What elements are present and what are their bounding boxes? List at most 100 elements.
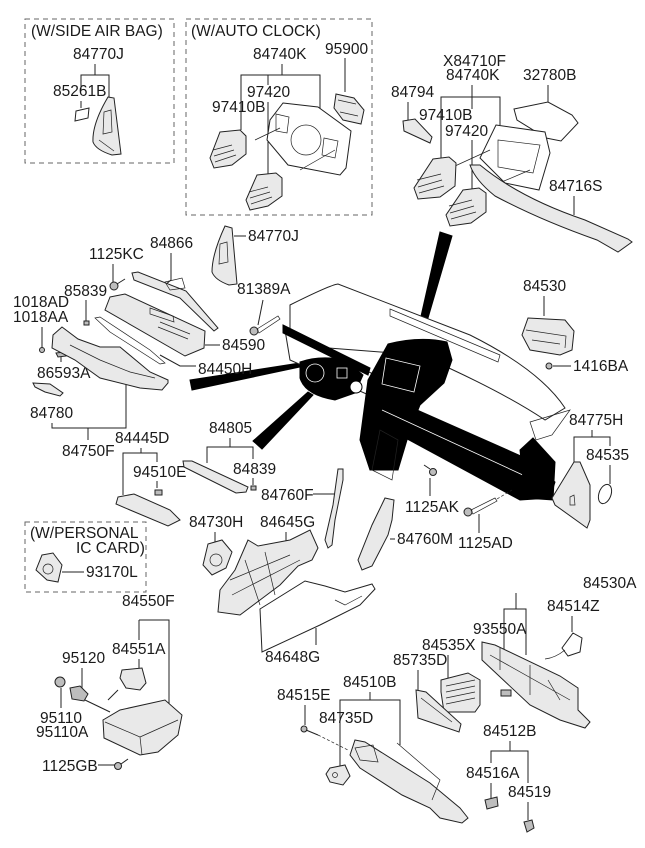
leader-line	[139, 619, 170, 715]
part-label-1125KC: 1125KC	[89, 246, 144, 263]
leader-line	[122, 448, 142, 495]
part-84551A-cup	[119, 667, 147, 691]
part-84794-cover	[402, 118, 433, 144]
lower-right-cluster: 84530A 84514Z 93550A 84535X 85735D 84510…	[277, 575, 637, 833]
leader-line	[490, 741, 511, 763]
leader-line	[592, 436, 611, 446]
part-label-97420: 97420	[247, 84, 290, 101]
part-85261B-pad	[74, 107, 90, 122]
part-label-84740K: 84740K	[253, 46, 307, 63]
leader-line	[51, 382, 127, 429]
part-84530A-housing	[481, 641, 591, 729]
part-label-1125GB: 1125GB	[42, 758, 98, 775]
leader-line	[206, 438, 231, 463]
part-label-84535X: 84535X	[422, 637, 476, 654]
part-84740K-fascia	[254, 102, 352, 176]
part-97410B-vent	[209, 129, 247, 169]
part-label-84648G: 84648G	[265, 649, 320, 666]
part-84740K-b-fascia	[454, 124, 551, 191]
part-1125AK-screw	[423, 464, 437, 476]
part-84716S-strip	[469, 164, 633, 253]
part-label-93550A: 93550A	[473, 621, 527, 638]
part-84590-duct	[104, 293, 206, 357]
part-label-1018AA: 1018AA	[13, 309, 69, 326]
part-label-95110: 95110	[40, 710, 82, 727]
part-93550A-lamp	[500, 689, 512, 697]
leader-line	[257, 299, 264, 326]
part-85735D-bezel	[415, 689, 462, 733]
leader-line	[95, 74, 110, 97]
part-label-85735D: 85735D	[393, 652, 447, 669]
group-box-side-air-bag	[24, 18, 175, 164]
leader-line	[159, 354, 196, 367]
part-94510E-switch	[154, 489, 163, 496]
leader-line	[573, 430, 593, 462]
part-label-95900: 95900	[325, 41, 368, 58]
leader-line	[80, 64, 96, 90]
part-label-95110A: 95110A	[36, 724, 89, 741]
part-97410B-b-vent	[413, 156, 457, 200]
leader-line	[240, 64, 283, 130]
leader-line	[282, 74, 321, 115]
part-label-84770J[interactable]: 84770J	[73, 46, 124, 63]
part-label-84805: 84805	[209, 420, 252, 437]
group-title-auto-clock: (W/AUTO CLOCK)	[191, 23, 321, 40]
part-label-84730H: 84730H	[189, 514, 243, 531]
part-84515E-pin	[300, 725, 349, 751]
part-84730H-shroud	[202, 539, 233, 576]
part-label-84770J-b: 84770J	[248, 228, 299, 245]
part-label-84550F: 84550F	[122, 593, 175, 610]
part-1018AD-bolt	[39, 347, 45, 353]
part-84450H-bar	[94, 316, 166, 365]
part-label-84530A: 84530A	[583, 575, 637, 592]
part-label-97410B: 97410B	[212, 99, 265, 116]
part-label-X84710F: X84710F	[443, 53, 506, 70]
part-84866-bracket	[131, 271, 219, 332]
part-84770J-b-trim	[211, 225, 238, 286]
part-label-84519: 84519	[508, 784, 551, 801]
part-label-97410B-b: 97410B	[419, 107, 472, 124]
part-84760M-pillar-trim	[357, 497, 395, 571]
leader-line	[230, 446, 254, 459]
mid-left-cluster: 84445D 84805 94510E 84839 84760F	[115, 420, 344, 549]
group-box-personal-ic-card	[24, 521, 147, 593]
part-1125KC-screw	[109, 278, 126, 291]
part-label-97420-b: 97420	[445, 123, 488, 140]
part-1416BA-nut	[545, 362, 553, 370]
leader-line	[516, 608, 527, 655]
part-label-32780B: 32780B	[523, 67, 576, 84]
part-84530-airbag	[521, 317, 575, 356]
part-84775H-end-cap	[551, 461, 591, 529]
part-label-84775H: 84775H	[569, 412, 623, 429]
top-right-cluster: X84710F 84740K 32780B 84794 97410B 97420…	[391, 53, 633, 253]
part-97420-vent	[245, 172, 283, 211]
lower-middle-cluster: 84730H 84645G 84550F 84648G 84760M 1125A…	[122, 464, 513, 666]
part-label-1018AD: 1018AD	[13, 294, 69, 311]
leader-line	[141, 452, 158, 462]
part-95120-socket	[69, 685, 119, 713]
part-label-84645G: 84645G	[260, 514, 315, 531]
part-label-86593A: 86593A	[37, 365, 91, 382]
part-label-84530: 84530	[523, 278, 566, 295]
part-84648G-lower-cover	[259, 580, 376, 653]
leader-line	[164, 253, 172, 286]
part-label-84510B: 84510B	[343, 674, 396, 691]
leader-line	[503, 593, 517, 665]
part-label-84740K-b: 84740K	[446, 67, 500, 84]
part-label-84590: 84590	[222, 337, 265, 354]
leader-line	[370, 699, 401, 745]
part-84805-bar	[182, 460, 249, 494]
part-95900-clock	[333, 93, 365, 125]
part-1125GB-screw	[114, 758, 129, 770]
part-label-85839: 85839	[64, 283, 107, 300]
part-84535-cap	[597, 483, 613, 505]
group-personal-ic-card: (W/PERSONAL IC CARD) 93170L	[24, 521, 147, 593]
part-84516A-bumper	[484, 796, 499, 810]
part-label-84760M: 84760M	[397, 531, 453, 548]
pointer-wedge	[252, 391, 314, 450]
part-84519-clip	[523, 819, 535, 833]
leader-line	[339, 692, 371, 770]
part-label-84760F: 84760F	[261, 487, 314, 504]
part-label-84794: 84794	[391, 84, 434, 101]
